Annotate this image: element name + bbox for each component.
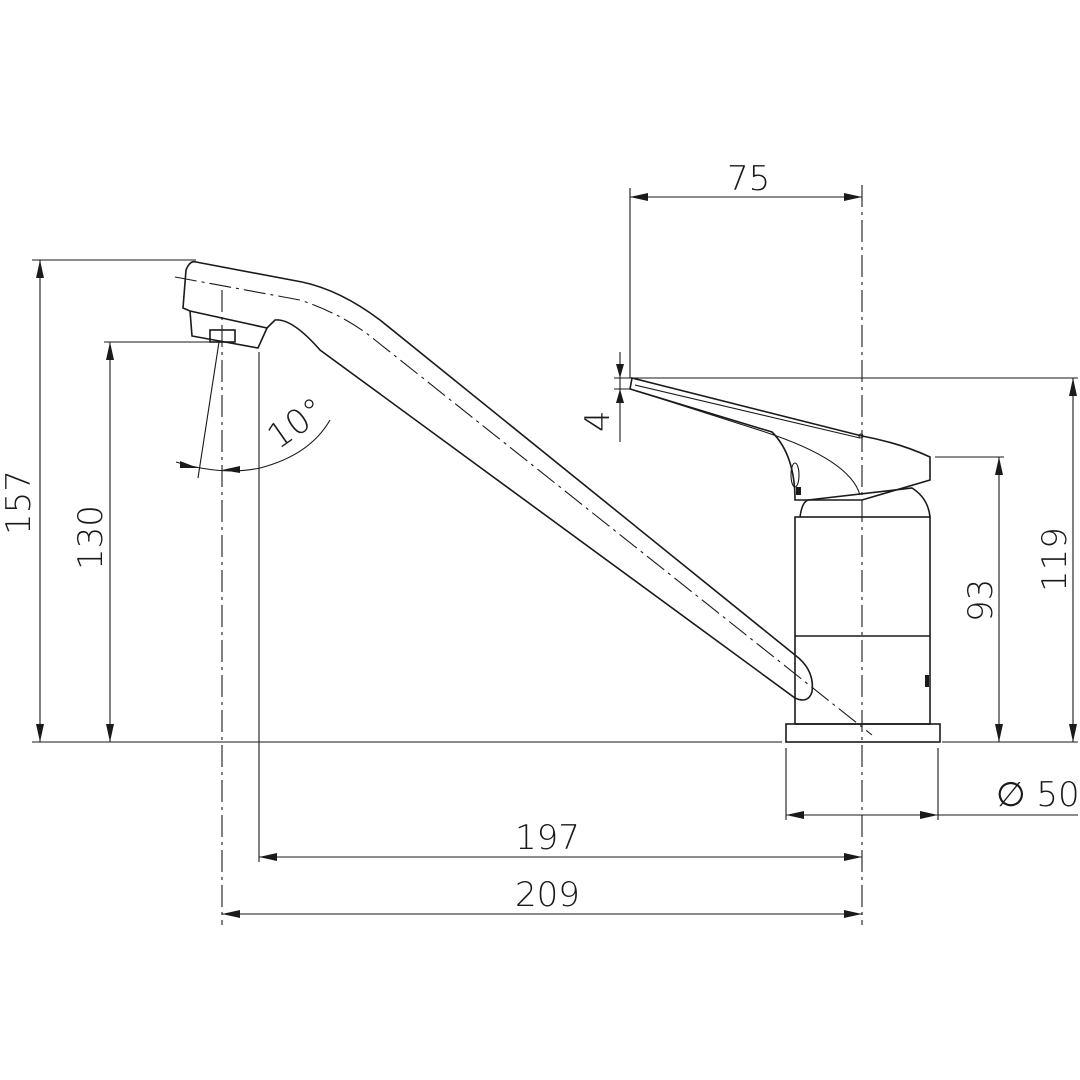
label-197: 197 <box>515 818 580 858</box>
label-209: 209 <box>515 875 580 915</box>
dimension-body-height: 93 <box>935 456 1004 742</box>
dimension-reach-209: 209 <box>222 875 862 918</box>
label-10deg: 10° <box>260 390 332 457</box>
label-119: 119 <box>1035 527 1075 592</box>
dimension-spout-angle: 10° <box>175 341 333 862</box>
tap-spout <box>174 260 873 736</box>
tap-body <box>785 487 941 743</box>
label-157: 157 <box>0 470 39 535</box>
label-93: 93 <box>961 579 1001 622</box>
dimension-overall-height: 157 <box>0 259 196 742</box>
label-diameter-50: ∅ 50 <box>996 775 1080 815</box>
label-75: 75 <box>727 159 770 199</box>
dimension-reach-197: 197 <box>259 818 862 861</box>
dimension-outlet-height: 130 <box>71 341 222 742</box>
tap-handle <box>629 377 931 501</box>
dimension-handle-tip: 4 <box>578 352 1078 442</box>
dimension-handle-height: 119 <box>1035 378 1077 742</box>
dimension-handle-offset: 75 <box>629 159 862 378</box>
dimension-base-diameter: ∅ 50 <box>785 748 1080 820</box>
label-130: 130 <box>71 505 111 570</box>
label-4: 4 <box>578 410 618 432</box>
